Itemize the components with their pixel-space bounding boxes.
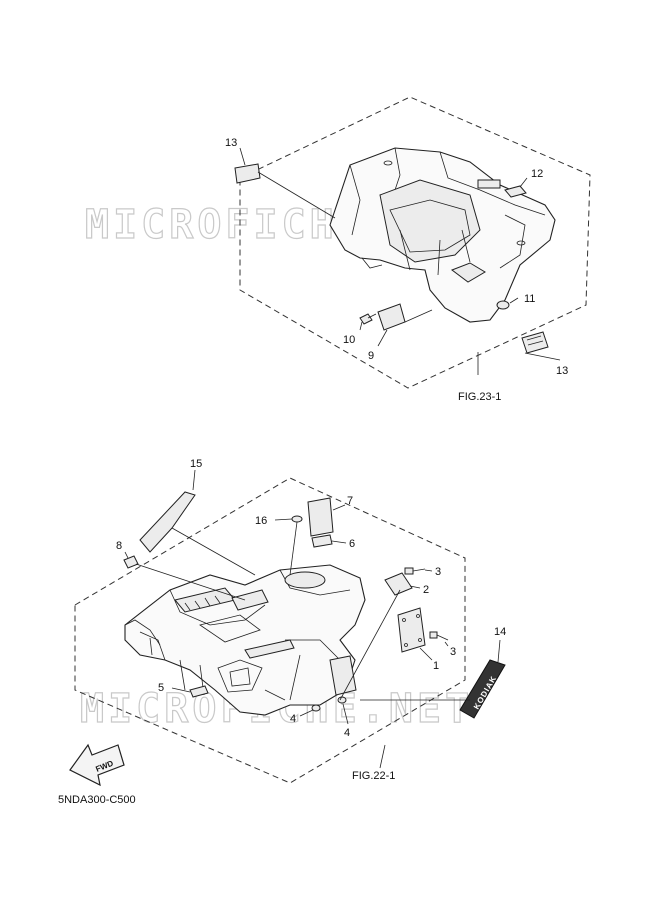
callout-9: 9 bbox=[368, 350, 374, 362]
callout-16: 16 bbox=[255, 515, 267, 527]
callout-5: 5 bbox=[158, 682, 164, 694]
part-2-bracket bbox=[384, 572, 413, 596]
callout-12: 12 bbox=[531, 168, 543, 180]
part-9-plate bbox=[377, 303, 406, 331]
callout-7: 7 bbox=[347, 495, 353, 507]
part-16-cap bbox=[291, 515, 303, 523]
callout-4-right: 4 bbox=[344, 727, 350, 739]
callout-4-left: 4 bbox=[290, 713, 296, 725]
part-7-sheet bbox=[307, 497, 334, 537]
diagram-code: 5NDA300-C500 bbox=[58, 794, 136, 806]
part-1-panel bbox=[397, 607, 426, 653]
callout-3-upper: 3 bbox=[435, 566, 441, 578]
part-8-clip bbox=[123, 555, 139, 569]
lower-leader-lines bbox=[124, 469, 501, 769]
callout-2: 2 bbox=[423, 584, 429, 596]
callout-11: 11 bbox=[524, 293, 535, 305]
lower-assembly-boundary bbox=[74, 477, 466, 784]
front-fender bbox=[124, 564, 366, 716]
callout-13-upper: 13 bbox=[225, 137, 237, 149]
upper-assembly-boundary bbox=[239, 96, 591, 389]
callout-8: 8 bbox=[116, 540, 122, 552]
callout-1: 1 bbox=[433, 660, 439, 672]
upper-leader-lines bbox=[239, 147, 561, 375]
part-3-bolt-upper bbox=[404, 567, 426, 575]
part-4-clip-a bbox=[311, 704, 321, 712]
part-6-label bbox=[311, 534, 333, 548]
part-10-bolt bbox=[359, 313, 377, 325]
part-3-bolt-lower bbox=[429, 631, 449, 641]
callout-15: 15 bbox=[190, 458, 202, 470]
part-13-label-upper bbox=[234, 163, 261, 184]
part-13-emblem bbox=[521, 331, 549, 354]
callout-10: 10 bbox=[343, 334, 355, 346]
part-5-label bbox=[189, 685, 209, 698]
rear-fender bbox=[329, 147, 556, 323]
callout-6: 6 bbox=[349, 538, 355, 550]
part-12-label bbox=[504, 185, 527, 198]
part-11-grommet bbox=[496, 300, 510, 310]
part-15-decal bbox=[139, 491, 196, 553]
part-4-clip-b bbox=[337, 696, 347, 704]
callout-13-lower: 13 bbox=[556, 365, 568, 377]
figure-ref-lower: FIG.22-1 bbox=[352, 770, 395, 782]
callout-3-lower: 3 bbox=[450, 646, 456, 658]
fwd-arrow-icon: FWD bbox=[69, 743, 125, 787]
callout-14: 14 bbox=[494, 626, 506, 638]
figure-ref-upper: FIG.23-1 bbox=[458, 391, 501, 403]
